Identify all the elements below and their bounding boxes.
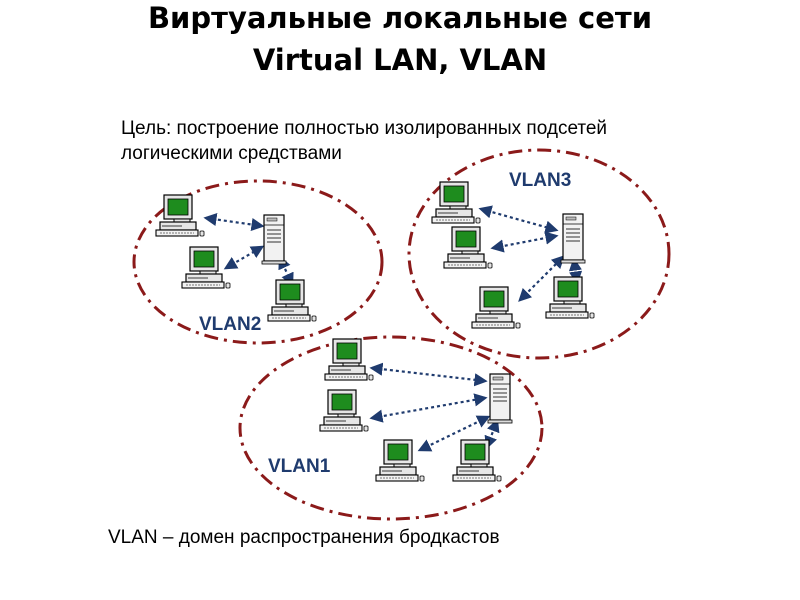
footer-text: VLAN – домен распространения бродкастов (108, 527, 500, 548)
vlan1-link (484, 418, 500, 450)
computer-icon (452, 439, 502, 482)
vlan2-label: VLAN2 (199, 314, 261, 335)
vlan3-link (518, 255, 565, 302)
vlan3-link (478, 205, 559, 234)
vlan2-link (203, 212, 265, 232)
title-line-2: Virtual LAN, VLAN (252, 43, 548, 77)
computer-icon (181, 246, 231, 289)
goal-text-line-1: Цель: построение полностью изолированных… (121, 118, 608, 139)
vlan2-link (278, 255, 294, 287)
computer-icon (155, 194, 205, 237)
computer-icon (443, 226, 493, 269)
server-tower-icon (560, 213, 586, 264)
computer-icon (324, 338, 374, 381)
title-line-1: Виртуальные локальные сети (147, 1, 653, 35)
vlan2-boundary (132, 179, 384, 345)
vlan1-boundary (238, 335, 544, 521)
server-tower-icon (261, 214, 287, 265)
computer-icon (319, 389, 369, 432)
vlan1-link (369, 393, 488, 423)
vlan2-link (223, 245, 265, 270)
computer-icon (267, 279, 317, 322)
goal-text: Цель: построение полностью изолированных… (121, 116, 721, 166)
computer-icon (375, 439, 425, 482)
vlan1-label: VLAN1 (268, 456, 331, 477)
vlan3-boundary (407, 148, 671, 360)
vlan1-link (417, 415, 491, 452)
computer-icon (471, 286, 521, 329)
vlan3-link (490, 231, 559, 253)
computer-icon (545, 276, 595, 319)
server-tower-icon (487, 373, 513, 424)
goal-text-line-2: логическими средствами (121, 143, 342, 164)
vlan1-link (369, 362, 488, 387)
vlan3-label: VLAN3 (509, 170, 571, 191)
